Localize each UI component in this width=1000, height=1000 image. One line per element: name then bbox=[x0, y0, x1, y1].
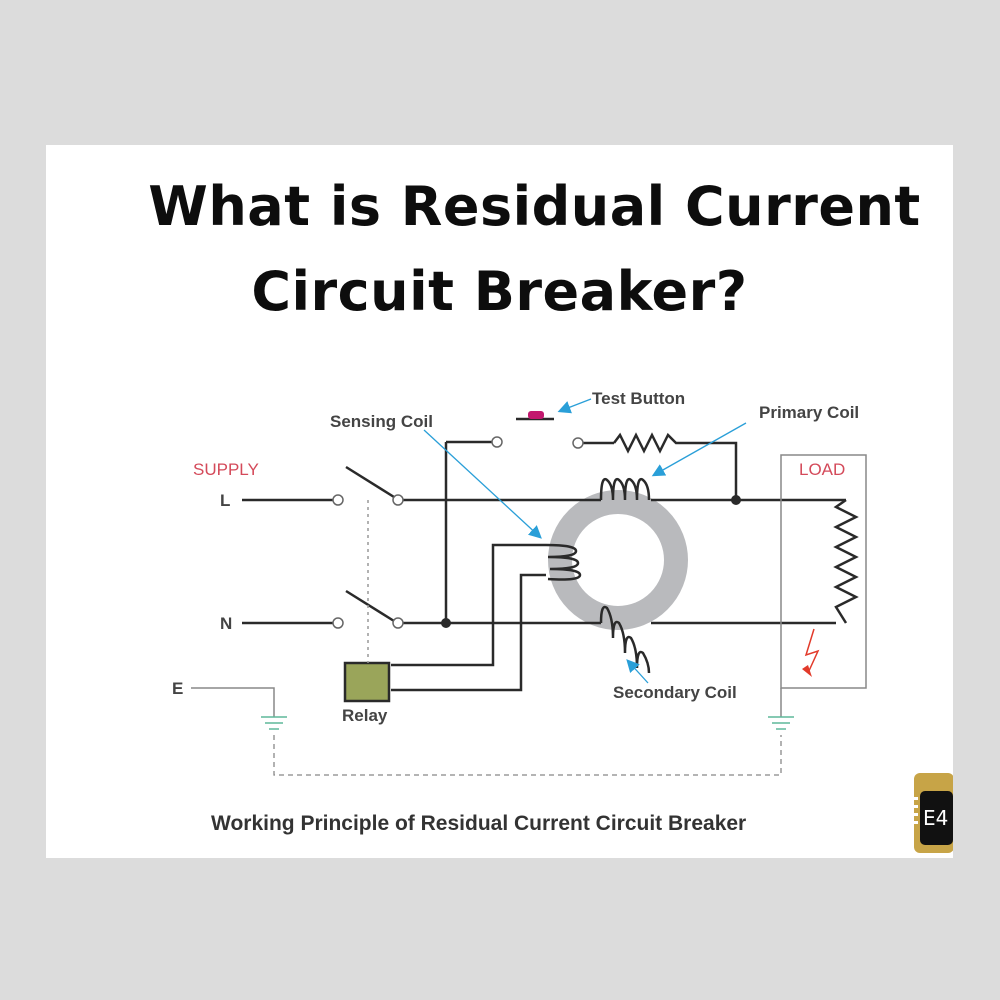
secondary-coil bbox=[599, 605, 651, 674]
primary-coil bbox=[599, 477, 651, 501]
test-button-icon bbox=[528, 411, 544, 419]
test-button-label: Test Button bbox=[592, 389, 685, 408]
neutral-label: N bbox=[220, 614, 232, 633]
earth-label: E bbox=[172, 679, 183, 698]
relay-box bbox=[343, 661, 391, 703]
load-label: LOAD bbox=[799, 460, 845, 479]
title-line-2: Circuit Breaker? bbox=[251, 260, 748, 323]
load-resistor bbox=[833, 498, 859, 624]
primary-coil-label: Primary Coil bbox=[759, 403, 859, 422]
diagram-card: What is Residual Current Circuit Breaker… bbox=[46, 145, 953, 858]
rccb-circuit-diagram: SUPPLY L N E Sensing Coil Test Button Pr… bbox=[172, 389, 867, 835]
earth-icon-right bbox=[768, 716, 794, 730]
secondary-coil-label: Secondary Coil bbox=[613, 683, 737, 702]
relay-label: Relay bbox=[342, 706, 388, 725]
toroid-core bbox=[548, 490, 688, 630]
e4-logo: E4 bbox=[908, 767, 953, 858]
supply-label: SUPPLY bbox=[193, 460, 259, 479]
load-box bbox=[780, 454, 867, 689]
earth-icon-left bbox=[261, 716, 287, 730]
line-label: L bbox=[220, 491, 230, 510]
line-conductor bbox=[242, 432, 846, 692]
title-line-1: What is Residual Current bbox=[148, 175, 921, 238]
sensing-coil-label: Sensing Coil bbox=[330, 412, 433, 431]
fault-arrow-icon bbox=[804, 628, 820, 674]
logo-text: E4 bbox=[923, 806, 948, 830]
sensing-coil bbox=[545, 543, 582, 581]
diagram-caption: Working Principle of Residual Current Ci… bbox=[211, 812, 746, 835]
